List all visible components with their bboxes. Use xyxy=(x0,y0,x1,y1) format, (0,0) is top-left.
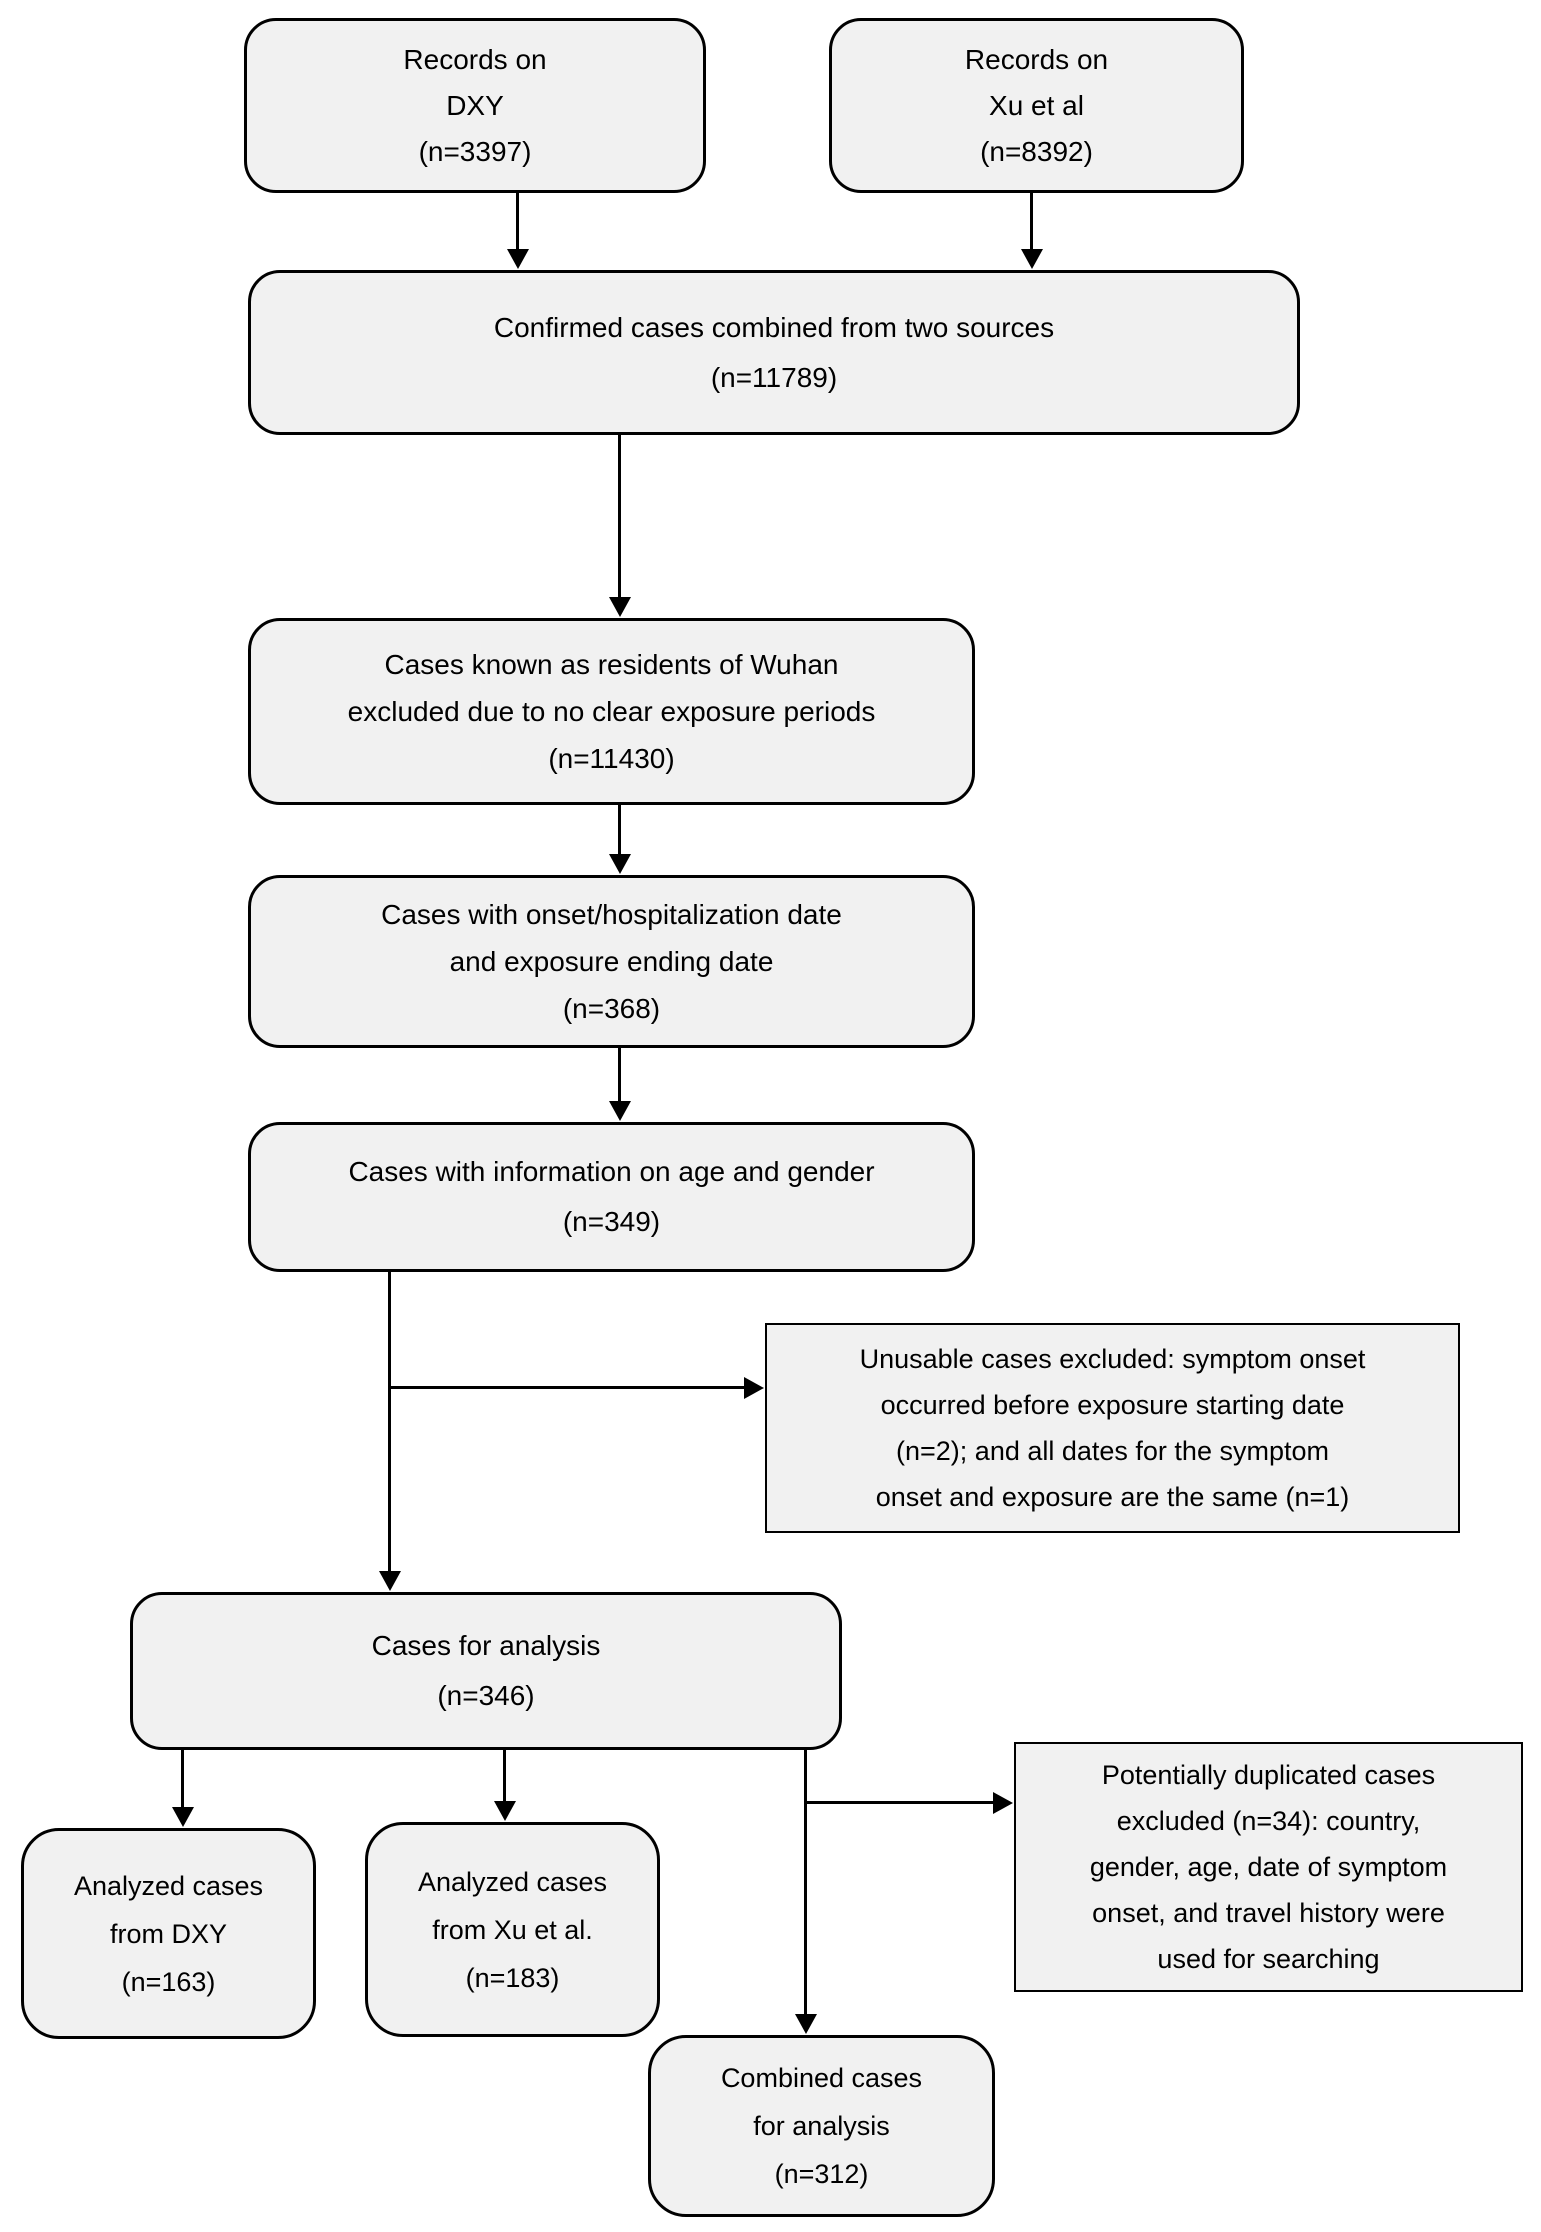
text-line: (n=163) xyxy=(121,1966,216,1997)
text-line: from DXY xyxy=(109,1918,228,1949)
arrow-agegender-to-analysis-line xyxy=(388,1272,391,1574)
arrow-branch-to-unusable-line xyxy=(390,1386,748,1389)
text-line: excluded due to no clear exposure period… xyxy=(347,696,876,727)
text-line: (n=8392) xyxy=(980,135,1093,167)
node-combined-analysis: Combined cases for analysis (n=312) xyxy=(648,2035,995,2217)
node-duplicated-excluded: Potentially duplicated cases excluded (n… xyxy=(1014,1742,1523,1992)
node-analyzed-dxy: Analyzed cases from DXY (n=163) xyxy=(21,1828,316,2039)
node-onset-exposure-date: Cases with onset/hospitalization date an… xyxy=(248,875,975,1048)
text-line: Cases known as residents of Wuhan xyxy=(384,649,839,680)
text-line: Combined cases xyxy=(720,2063,923,2093)
arrow-analysis-to-analyzed-xu-head xyxy=(494,1801,516,1821)
arrow-wuhan-to-onset-head xyxy=(609,854,631,874)
text-line: Potentially duplicated cases xyxy=(1101,1760,1436,1790)
node-records-dxy: Records on DXY (n=3397) xyxy=(244,18,706,193)
node-analyzed-xu: Analyzed cases from Xu et al. (n=183) xyxy=(365,1822,660,2037)
text-line: (n=2); and all dates for the symptom xyxy=(896,1436,1329,1466)
text-line: for analysis xyxy=(753,2111,890,2141)
text-line: onset, and travel history were xyxy=(1092,1898,1445,1928)
arrow-combined-to-wuhan-line xyxy=(618,435,621,600)
node-age-gender: Cases with information on age and gender… xyxy=(248,1122,975,1272)
arrow-branch-to-duplicated-line xyxy=(806,1801,996,1804)
arrow-branch-to-duplicated-head xyxy=(993,1792,1013,1814)
text-line: Records on xyxy=(964,43,1109,75)
text-line: Cases with onset/hospitalization date xyxy=(381,899,842,930)
text-line: DXY xyxy=(446,89,504,121)
text-line: Records on xyxy=(403,43,547,75)
text-line: (n=11789) xyxy=(710,361,838,393)
arrow-analysis-to-analyzed-dxy-head xyxy=(172,1807,194,1827)
arrow-records-xu-to-combined-head xyxy=(1021,249,1043,269)
node-unusable-excluded: Unusable cases excluded: symptom onset o… xyxy=(765,1323,1460,1533)
arrow-analysis-to-combined-analysis-line xyxy=(804,1750,807,2017)
text-line: (n=346) xyxy=(437,1680,535,1711)
arrow-analysis-to-analyzed-dxy-line xyxy=(181,1750,184,1810)
arrow-wuhan-to-onset-line xyxy=(618,805,621,857)
node-combined-sources: Confirmed cases combined from two source… xyxy=(248,270,1300,435)
arrow-records-dxy-to-combined-head xyxy=(507,249,529,269)
node-records-xu: Records on Xu et al (n=8392) xyxy=(829,18,1244,193)
text-line: Cases for analysis xyxy=(371,1630,601,1661)
arrow-combined-to-wuhan-head xyxy=(609,597,631,617)
text-line: Unusable cases excluded: symptom onset xyxy=(859,1344,1366,1374)
text-line: used for searching xyxy=(1157,1944,1380,1974)
arrow-records-xu-to-combined-line xyxy=(1030,193,1033,252)
arrow-branch-to-unusable-head xyxy=(744,1377,764,1399)
text-line: Xu et al xyxy=(989,89,1084,121)
text-line: Confirmed cases combined from two source… xyxy=(493,311,1055,343)
arrow-analysis-to-analyzed-xu-line xyxy=(503,1750,506,1804)
text-line: (n=368) xyxy=(562,993,661,1024)
text-line: (n=3397) xyxy=(418,135,532,167)
text-line: from Xu et al. xyxy=(432,1914,593,1945)
arrow-records-dxy-to-combined-line xyxy=(516,193,519,252)
text-line: and exposure ending date xyxy=(449,946,774,977)
text-line: excluded (n=34): country, xyxy=(1116,1806,1421,1836)
text-line: Analyzed cases xyxy=(73,1870,264,1901)
text-line: (n=11430) xyxy=(548,743,675,774)
arrow-agegender-to-analysis-head xyxy=(379,1571,401,1591)
node-wuhan-excluded: Cases known as residents of Wuhan exclud… xyxy=(248,618,975,805)
arrow-analysis-to-combined-analysis-head xyxy=(795,2014,817,2034)
arrow-onset-to-agegender-line xyxy=(618,1048,621,1102)
text-line: Cases with information on age and gender xyxy=(348,1156,875,1187)
arrow-onset-to-agegender-head xyxy=(609,1101,631,1121)
text-line: onset and exposure are the same (n=1) xyxy=(875,1482,1350,1512)
text-line: (n=183) xyxy=(465,1962,560,1993)
text-line: (n=349) xyxy=(562,1206,661,1237)
node-cases-for-analysis: Cases for analysis (n=346) xyxy=(130,1592,842,1750)
text-line: (n=312) xyxy=(774,2159,869,2189)
text-line: gender, age, date of symptom xyxy=(1089,1852,1448,1882)
text-line: occurred before exposure starting date xyxy=(880,1390,1345,1420)
text-line: Analyzed cases xyxy=(417,1866,608,1897)
